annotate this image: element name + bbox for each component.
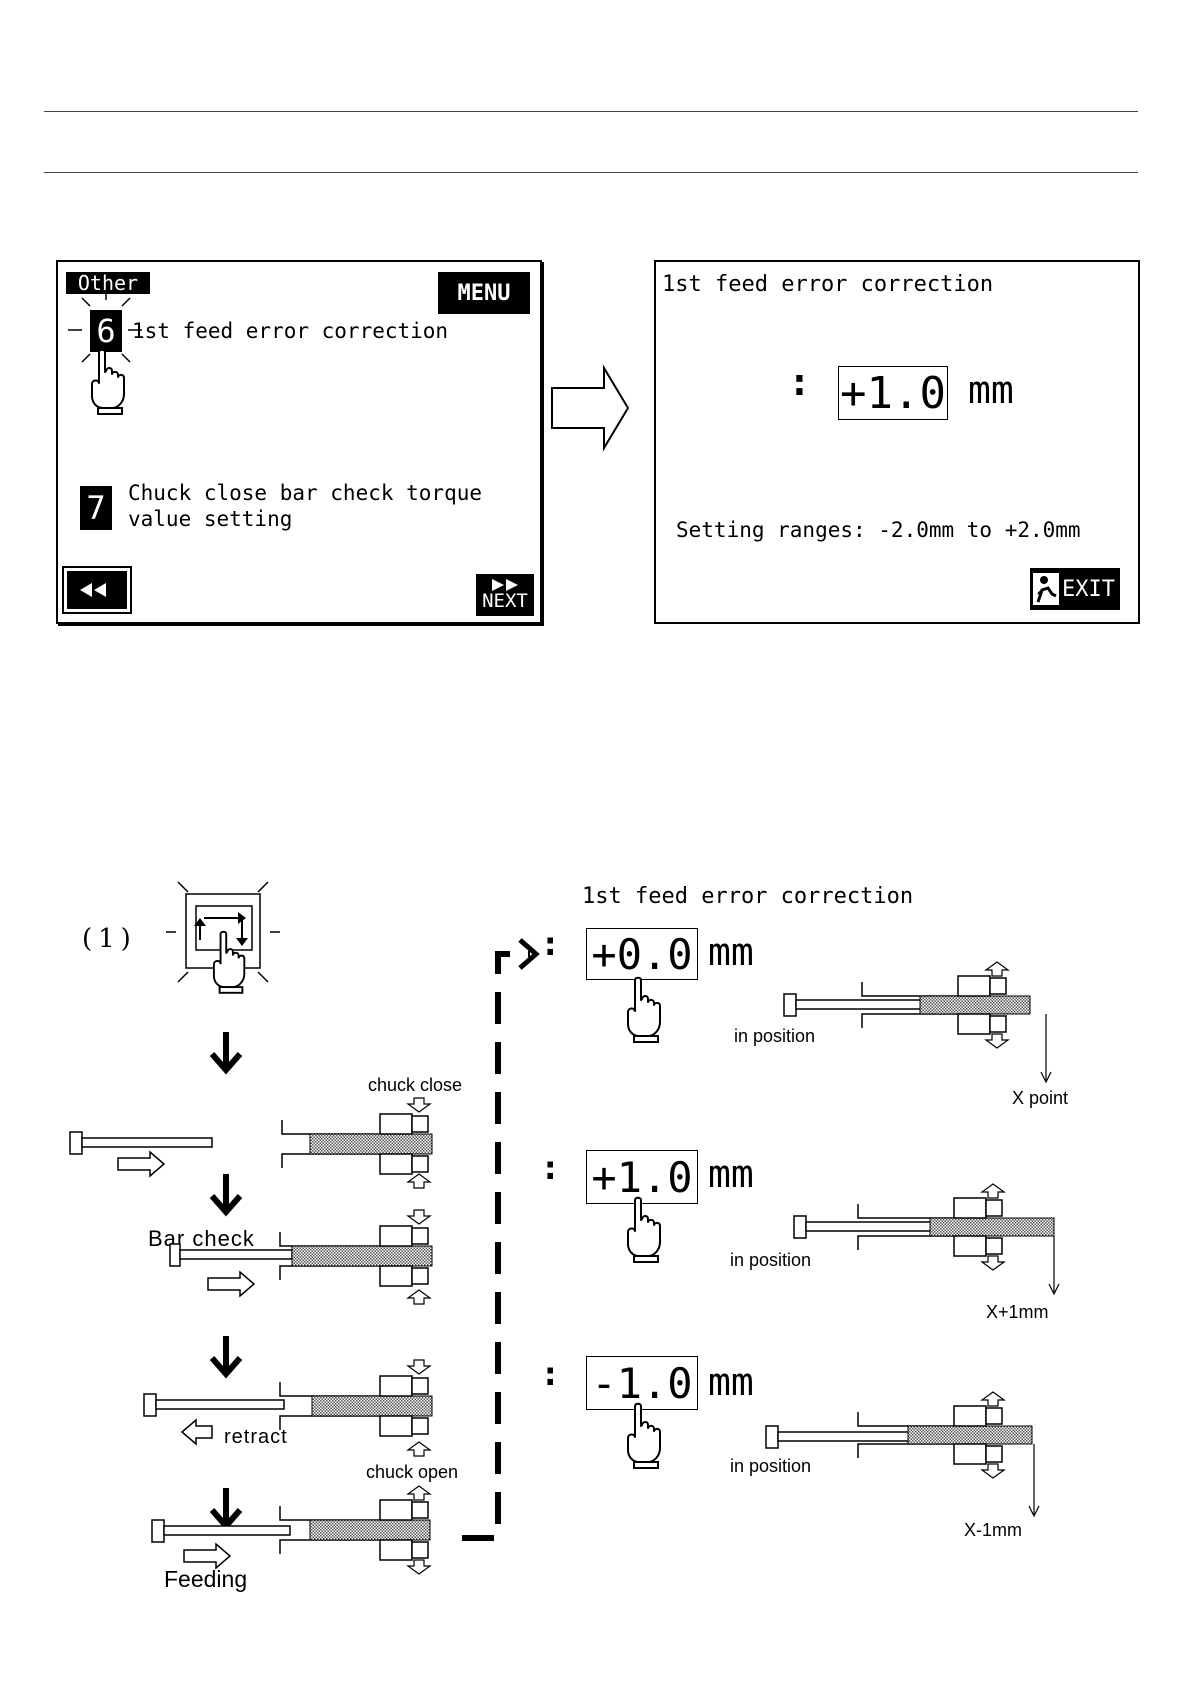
item-7-label-line2: value setting (128, 507, 293, 531)
row2-position-label: in position (730, 1456, 812, 1476)
row0-point-label: X point (1012, 1088, 1069, 1108)
row1-bar-diagram (793, 1183, 1060, 1296)
transition-arrow-icon (551, 364, 630, 452)
stage-retract-diagram (143, 1359, 433, 1457)
row1-point-label: X+1mm (986, 1302, 1049, 1322)
tap-burst-icon (68, 292, 142, 363)
menu-button-label: MENU (457, 280, 511, 306)
stage-bar-check-diagram (169, 1209, 433, 1305)
menu-button[interactable]: MENU (438, 272, 530, 314)
row0-unit: mm (708, 930, 754, 974)
row1-colon: : (540, 1148, 561, 1188)
start-button-icon (166, 881, 280, 994)
row1-value: +1.0 (591, 1152, 693, 1202)
row0-bar-diagram (783, 961, 1052, 1084)
row0-value-field[interactable]: +0.0 (586, 928, 698, 980)
screen-b-value: +1.0 (840, 367, 946, 419)
exit-button[interactable]: EXIT (1030, 568, 1120, 610)
double-right-arrow-icon (492, 579, 518, 591)
item-6-number-text: 6 (96, 312, 116, 350)
pointing-hand-icon (627, 976, 661, 1043)
item-6-label[interactable]: 1st feed error correction (132, 319, 449, 343)
row2-point-label: X-1mm (964, 1520, 1022, 1540)
screen-b-value-field[interactable]: +1.0 (838, 366, 948, 420)
down-arrow-icon (209, 1336, 243, 1379)
screen-feed-error-correction: 1st feed error correction : +1.0 mm Sett… (654, 260, 1140, 624)
row2-colon: : (540, 1354, 561, 1394)
row1-position-label: in position (730, 1250, 812, 1270)
pointing-hand-icon (627, 1196, 661, 1263)
exit-button-label: EXIT (1062, 576, 1115, 602)
header-rule-bottom (44, 172, 1138, 173)
row1-unit: mm (708, 1152, 754, 1196)
double-left-arrow-icon (80, 583, 106, 597)
screen-b-colon: : (788, 360, 811, 404)
step-marker: (1) (82, 924, 137, 954)
header-rule-top (44, 111, 1138, 112)
stage-approach-diagram (69, 1097, 433, 1189)
exit-person-icon (1033, 573, 1059, 605)
screen-other-menu: Other MENU 6 1st feed error correction 7… (56, 260, 542, 624)
stage-feeding-diagram (151, 1485, 432, 1575)
label-retract: retract (224, 1426, 288, 1448)
label-chuck-close: chuck close (368, 1075, 463, 1095)
row2-value-field[interactable]: -1.0 (586, 1356, 698, 1410)
item-7-label[interactable]: Chuck close bar check torque value setti… (128, 480, 482, 532)
tab-other-label: Other (77, 271, 139, 295)
item-7-number-text: 7 (86, 489, 106, 527)
row1-value-field[interactable]: +1.0 (586, 1150, 698, 1204)
row2-unit: mm (708, 1360, 754, 1404)
pointing-hand-icon (627, 1402, 661, 1469)
down-arrow-icon (209, 1174, 243, 1217)
screen-b-range-text: Setting ranges: -2.0mm to +2.0mm (676, 518, 1081, 542)
row2-value: -1.0 (591, 1358, 693, 1408)
screen-b-title: 1st feed error correction (662, 272, 994, 297)
tab-other: Other (66, 272, 150, 294)
item-6-number[interactable]: 6 (90, 310, 122, 352)
next-button[interactable]: NEXT (476, 574, 534, 616)
back-button-face (67, 571, 127, 609)
screen-b-unit: mm (968, 368, 1014, 412)
correction-title: 1st feed error correction (582, 884, 914, 909)
next-button-label: NEXT (482, 590, 528, 612)
label-bar-check: Bar check (148, 1226, 255, 1251)
row2-bar-diagram (765, 1391, 1040, 1518)
item-7-label-line1: Chuck close bar check torque (128, 481, 483, 505)
row0-colon: : (540, 924, 561, 964)
label-chuck-open: chuck open (366, 1462, 459, 1482)
item-7-number[interactable]: 7 (80, 486, 112, 530)
row0-value: +0.0 (591, 929, 693, 979)
label-feeding: Feeding (164, 1566, 248, 1592)
dashed-connector (462, 938, 540, 1541)
back-button[interactable] (62, 566, 132, 614)
row0-position-label: in position (734, 1026, 816, 1046)
pointing-hand-icon (91, 348, 125, 415)
down-arrow-icon (209, 1032, 243, 1075)
